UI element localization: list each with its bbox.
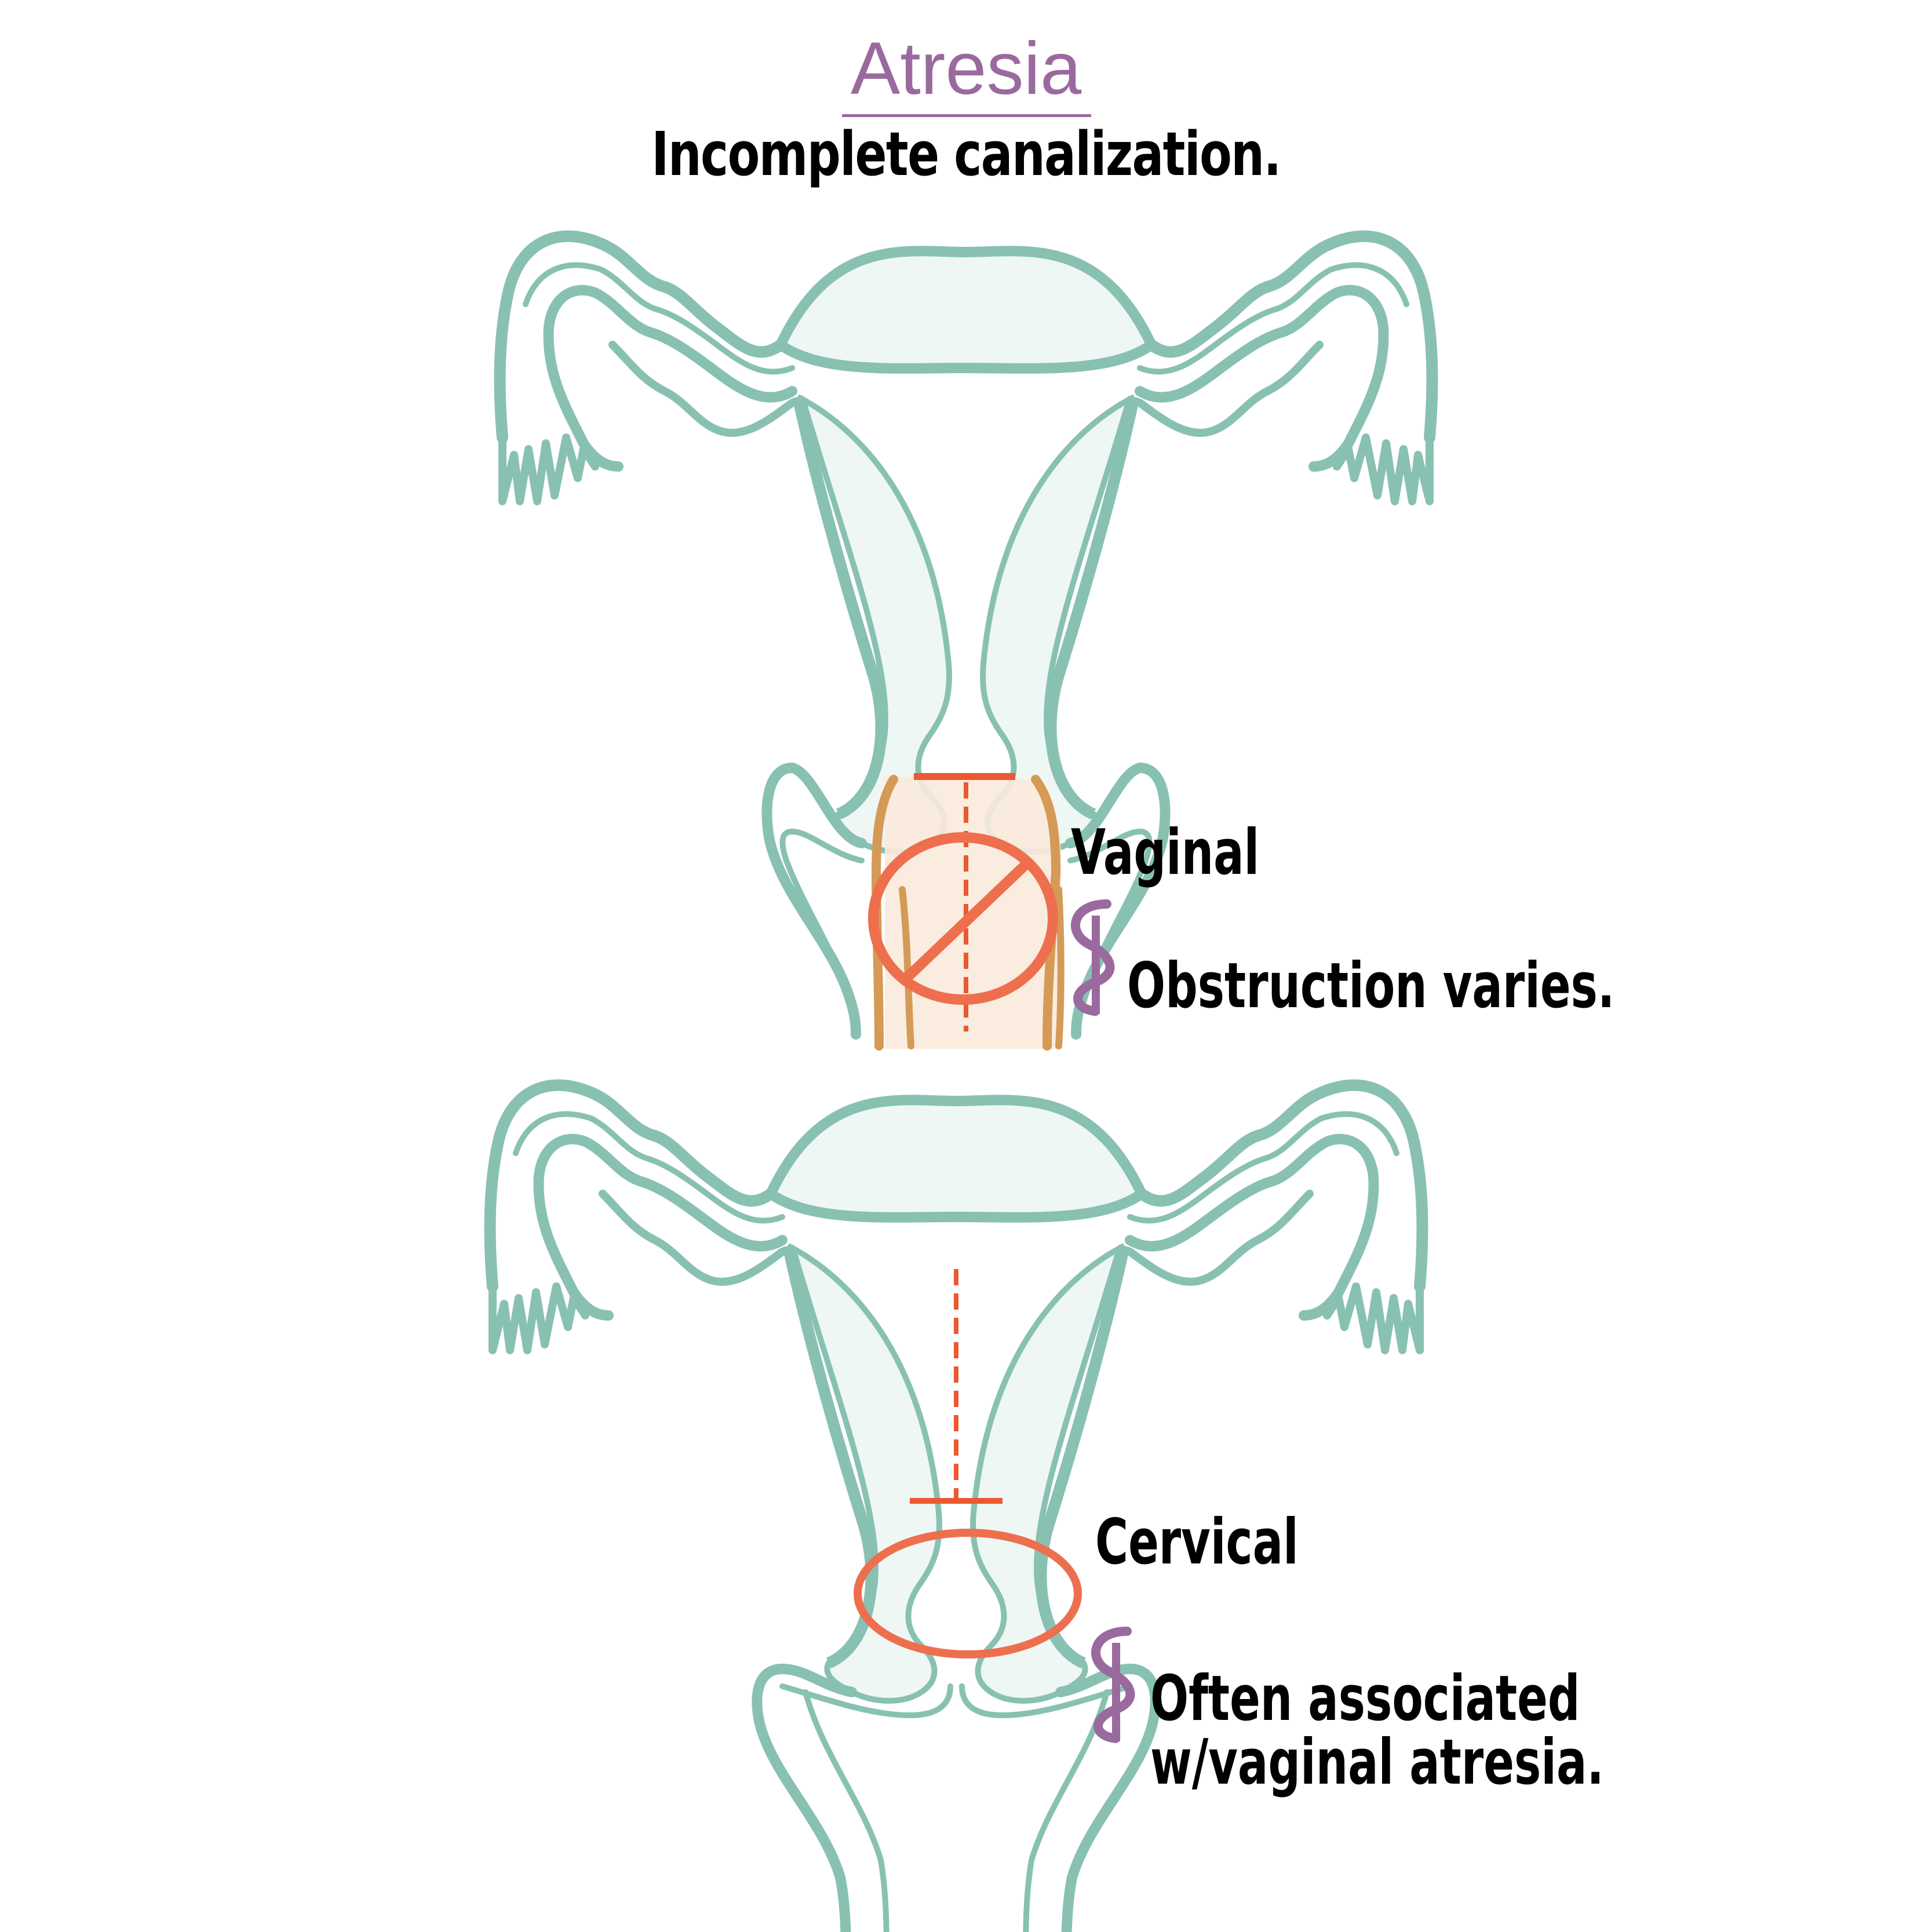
vaginal-note: Obstruction varies. (1127, 950, 1615, 1022)
cervical-note-line-1: Often associated (1150, 1663, 1580, 1735)
prohibition-icon (868, 832, 1058, 1005)
title-underline (842, 114, 1091, 117)
page-title: Atresia (850, 27, 1082, 110)
caduceus-icon (1096, 1631, 1130, 1741)
cervical-label: Cervical (1095, 1506, 1299, 1579)
page-subtitle: Incomplete canalization. (651, 119, 1281, 189)
cervical-highlight-ellipse (854, 1529, 1082, 1658)
vaginal-atresia-diagram (500, 236, 1432, 1051)
cervical-note-line-2: w/vaginal atresia. (1150, 1726, 1604, 1799)
caduceus-icon (1076, 904, 1110, 1014)
vaginal-label: Vaginal (1071, 816, 1260, 889)
